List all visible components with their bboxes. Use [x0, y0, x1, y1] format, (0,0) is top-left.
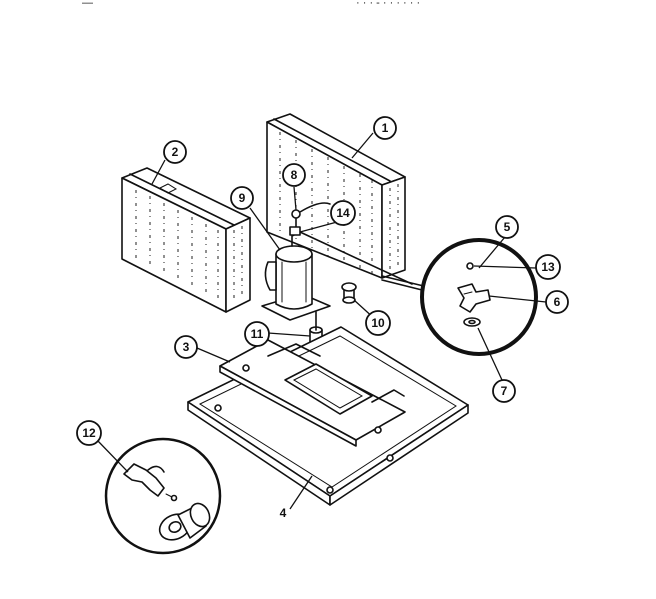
callout-11: 11 — [244, 321, 270, 347]
leader-lines — [96, 132, 547, 510]
callout-6: 6 — [545, 290, 569, 314]
compressor — [261, 231, 413, 321]
detail-circle-motor-mount — [104, 437, 222, 555]
callout-8-label: 8 — [291, 168, 298, 182]
callout-12-label: 12 — [82, 426, 96, 440]
callout-12: 12 — [76, 420, 102, 446]
callout-2: 2 — [163, 140, 187, 164]
callout-10-label: 10 — [371, 316, 385, 330]
callout-7-label: 7 — [501, 384, 508, 398]
callout-8: 8 — [282, 163, 306, 187]
callout-14: 14 — [330, 200, 356, 226]
callout-13-label: 13 — [541, 260, 555, 274]
callout-9-label: 9 — [239, 191, 246, 205]
detail-circle-clip — [420, 238, 538, 356]
callout-2-label: 2 — [172, 145, 179, 159]
callout-4-label: 4 — [280, 506, 287, 520]
condenser-coil — [266, 113, 433, 293]
callout-9: 9 — [230, 186, 254, 210]
callout-13: 13 — [535, 254, 561, 280]
callout-3-label: 3 — [183, 340, 190, 354]
callout-7: 7 — [492, 379, 516, 403]
callout-3: 3 — [174, 335, 198, 359]
evaporator-coil — [121, 167, 251, 313]
callout-1: 1 — [373, 116, 397, 140]
callout-6-label: 6 — [554, 295, 561, 309]
header-left-mark: — — [82, 0, 93, 9]
callout-11-label: 11 — [251, 327, 264, 341]
grommet — [341, 282, 357, 304]
callout-10: 10 — [365, 310, 391, 336]
compressor-bracket — [219, 339, 406, 447]
callout-14-label: 14 — [336, 206, 350, 220]
header-right-mark: · · · - · · · · · · — [356, 0, 420, 9]
callout-5: 5 — [495, 215, 519, 239]
callout-4: 4 — [280, 506, 287, 520]
callout-5-label: 5 — [504, 220, 511, 234]
callout-1-label: 1 — [382, 121, 389, 135]
